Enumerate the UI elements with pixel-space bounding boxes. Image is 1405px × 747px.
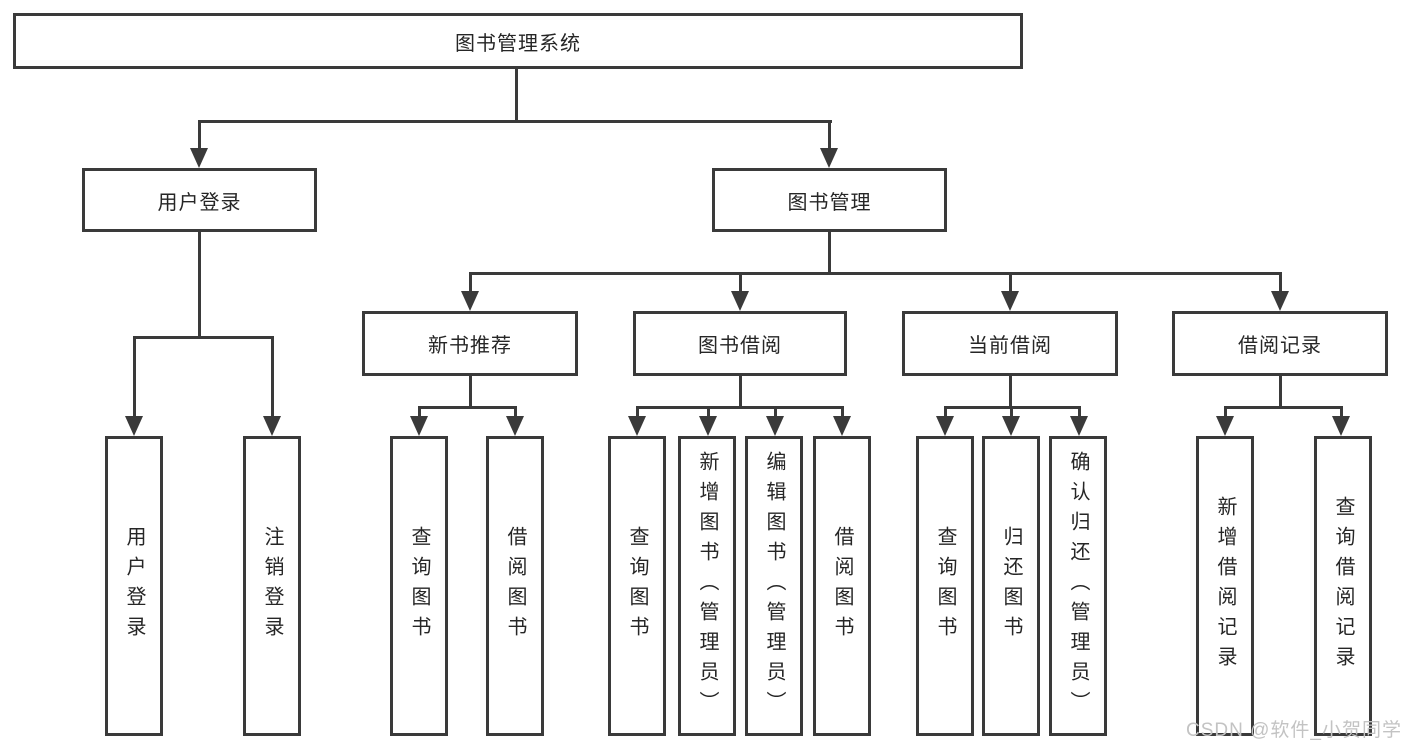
leaf-cb-confirm-return-admin: 确认归还（管理员） (1049, 436, 1107, 736)
edge-root-stem (515, 69, 518, 120)
edge-bb-leaf-2 (707, 406, 710, 416)
edge-current-borrow-stem (1009, 376, 1012, 406)
node-book-borrow: 图书借阅 (633, 311, 847, 376)
leaf-bb-borrow-books-label: 借阅图书 (831, 526, 853, 646)
node-user-login: 用户登录 (82, 168, 317, 232)
leaf-br-query-record-label: 查询借阅记录 (1332, 496, 1354, 676)
edge-bb-leaf-3 (774, 406, 777, 416)
arrowhead-borrow-records (1271, 291, 1289, 311)
edge-root-rail (198, 120, 832, 123)
leaf-br-add-record-label: 新增借阅记录 (1214, 496, 1236, 676)
leaf-br-add-record: 新增借阅记录 (1196, 436, 1254, 736)
leaf-nb-query-books-label: 查询图书 (408, 526, 430, 646)
edge-to-leaf-login (133, 336, 136, 416)
arrowhead-bb-leaf-3 (766, 416, 784, 436)
csdn-watermark: CSDN @软件_小贺同学 (1186, 720, 1402, 741)
edge-borrow-records-rail (1224, 406, 1343, 409)
leaf-user-login: 用户登录 (105, 436, 163, 736)
edge-book-borrow-stem (739, 376, 742, 406)
arrowhead-cb-leaf-1 (936, 416, 954, 436)
leaf-bb-add-books-admin-label: 新增图书（管理员） (696, 451, 718, 721)
edge-to-leaf-logout (271, 336, 274, 416)
arrowhead-current-borrow (1001, 291, 1019, 311)
edge-nb-leaf-1 (418, 406, 421, 416)
node-borrow-records-label: 借阅记录 (1238, 335, 1322, 357)
edge-br-leaf-1 (1224, 406, 1227, 416)
edge-root-to-book-mgmt (828, 120, 831, 150)
arrowhead-br-leaf-2 (1332, 416, 1350, 436)
leaf-cb-query-books-label: 查询图书 (934, 526, 956, 646)
edge-borrow-records-stem (1279, 376, 1282, 406)
edge-bb-leaf-4 (841, 406, 844, 416)
leaf-bb-borrow-books: 借阅图书 (813, 436, 871, 736)
arrowhead-book-mgmt (820, 148, 838, 168)
leaf-logout: 注销登录 (243, 436, 301, 736)
leaf-logout-label: 注销登录 (261, 526, 283, 646)
arrowhead-new-books (461, 291, 479, 311)
arrowhead-book-borrow (731, 291, 749, 311)
node-new-books-label: 新书推荐 (428, 335, 512, 357)
edge-bb-leaf-1 (636, 406, 639, 416)
edge-cb-leaf-1 (944, 406, 947, 416)
node-book-mgmt-label: 图书管理 (787, 191, 872, 214)
edge-to-new-books (469, 272, 472, 292)
leaf-cb-return-books: 归还图书 (982, 436, 1040, 736)
leaf-cb-query-books: 查询图书 (916, 436, 974, 736)
leaf-nb-borrow-books: 借阅图书 (486, 436, 544, 736)
leaf-nb-query-books: 查询图书 (390, 436, 448, 736)
arrowhead-bb-leaf-1 (628, 416, 646, 436)
edge-user-login-rail (133, 336, 274, 339)
edge-cb-leaf-3 (1078, 406, 1081, 416)
edge-to-book-borrow (739, 272, 742, 292)
edge-cb-leaf-2 (1010, 406, 1013, 416)
leaf-bb-add-books-admin: 新增图书（管理员） (678, 436, 736, 736)
arrowhead-bb-leaf-2 (699, 416, 717, 436)
edge-user-login-stem (198, 232, 201, 336)
leaf-br-query-record: 查询借阅记录 (1314, 436, 1372, 736)
arrowhead-br-leaf-1 (1216, 416, 1234, 436)
node-new-books: 新书推荐 (362, 311, 578, 376)
arrowhead-user-login (190, 148, 208, 168)
edge-to-borrow-records (1279, 272, 1282, 292)
arrowhead-leaf-login (125, 416, 143, 436)
edge-to-current-borrow (1009, 272, 1012, 292)
node-book-mgmt: 图书管理 (712, 168, 947, 232)
edge-nb-leaf-2 (514, 406, 517, 416)
leaf-bb-edit-books-admin-label: 编辑图书（管理员） (763, 451, 785, 721)
edge-book-mgmt-stem (828, 232, 831, 272)
node-current-borrow: 当前借阅 (902, 311, 1118, 376)
arrowhead-bb-leaf-4 (833, 416, 851, 436)
edge-br-leaf-2 (1340, 406, 1343, 416)
arrowhead-leaf-logout (263, 416, 281, 436)
arrowhead-nb-leaf-1 (410, 416, 428, 436)
node-current-borrow-label: 当前借阅 (968, 335, 1052, 357)
leaf-user-login-label: 用户登录 (123, 526, 145, 646)
leaf-bb-query-books: 查询图书 (608, 436, 666, 736)
edge-book-borrow-rail (636, 406, 842, 409)
leaf-cb-confirm-return-admin-label: 确认归还（管理员） (1067, 451, 1089, 721)
edge-root-to-user-login (198, 120, 201, 150)
node-borrow-records: 借阅记录 (1172, 311, 1388, 376)
node-user-login-label: 用户登录 (157, 191, 242, 214)
leaf-cb-return-books-label: 归还图书 (1000, 526, 1022, 646)
arrowhead-cb-leaf-3 (1070, 416, 1088, 436)
edge-book-mgmt-rail (469, 272, 1281, 275)
arrowhead-cb-leaf-2 (1002, 416, 1020, 436)
leaf-nb-borrow-books-label: 借阅图书 (504, 526, 526, 646)
edge-new-books-stem (469, 376, 472, 406)
arrowhead-nb-leaf-2 (506, 416, 524, 436)
leaf-bb-query-books-label: 查询图书 (626, 526, 648, 646)
leaf-bb-edit-books-admin: 编辑图书（管理员） (745, 436, 803, 736)
node-root-label: 图书管理系统 (455, 32, 581, 55)
node-book-borrow-label: 图书借阅 (698, 335, 782, 357)
edge-new-books-rail (418, 406, 517, 409)
node-root: 图书管理系统 (13, 13, 1023, 69)
